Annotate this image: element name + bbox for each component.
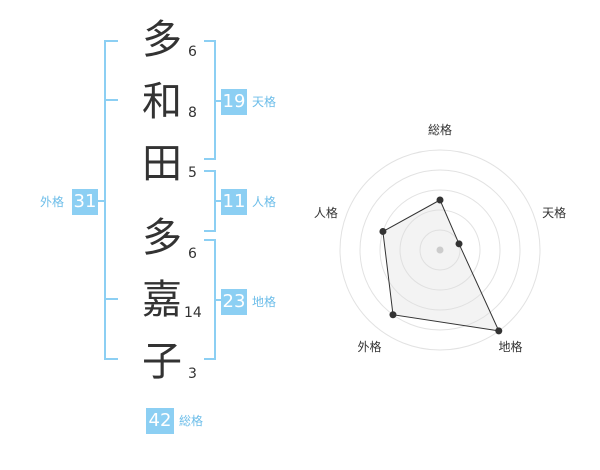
name-char-4: 多 xyxy=(142,215,182,261)
gaikaku-value-badge: 31 xyxy=(72,189,98,215)
radar-axis-label: 外格 xyxy=(357,339,381,354)
radar-grid-ring xyxy=(419,229,461,271)
radar-data-points xyxy=(379,196,503,335)
stroke-count-4: 6 xyxy=(188,246,197,262)
tenkaku-value-badge: 19 xyxy=(221,89,247,115)
jinkaku-label: 人格 xyxy=(252,195,277,209)
tenkaku-bracket-connector xyxy=(214,100,222,102)
soukaku-value-badge: 42 xyxy=(146,408,174,434)
radar-point xyxy=(455,240,463,248)
radar-grid-ring xyxy=(379,189,501,311)
radar-point xyxy=(389,311,397,319)
jinkaku-value-badge: 11 xyxy=(221,189,247,215)
radar-point xyxy=(436,196,444,204)
chikaku-value-badge: 23 xyxy=(221,289,247,315)
radar-axis-label: 人格 xyxy=(314,205,338,220)
stroke-count-3: 5 xyxy=(188,165,197,181)
jinkaku-bracket-connector xyxy=(214,200,222,202)
chikaku-bracket-connector xyxy=(214,299,222,301)
radar-point xyxy=(495,327,503,335)
stroke-count-5: 14 xyxy=(184,305,202,321)
name-char-6: 子 xyxy=(142,339,182,385)
gaikaku-bracket-tick-top xyxy=(104,99,118,101)
chikaku-label: 地格 xyxy=(252,295,277,309)
name-char-2: 和 xyxy=(142,79,182,125)
stroke-count-2: 8 xyxy=(188,105,197,121)
radar-axis-label: 地格 xyxy=(498,339,522,354)
tenkaku-label: 天格 xyxy=(252,95,277,109)
radar-grid-ring xyxy=(339,149,541,351)
radar-center-dot xyxy=(436,246,444,254)
radar-axis-label: 総格 xyxy=(428,122,452,137)
soukaku-label: 総格 xyxy=(179,414,204,428)
radar-grid-ring xyxy=(399,209,481,291)
name-char-1: 多 xyxy=(142,17,182,63)
name-char-5: 嘉 xyxy=(142,277,182,323)
gaikaku-label: 外格 xyxy=(40,195,65,209)
gaikaku-bracket-connector xyxy=(98,200,106,202)
radar-grid-ring xyxy=(359,169,521,331)
name-char-3: 田 xyxy=(142,141,182,187)
radar-data-area xyxy=(382,199,500,332)
gaikaku-bracket-tick-bottom xyxy=(104,298,118,300)
stroke-count-1: 6 xyxy=(188,44,197,60)
radar-grid xyxy=(339,149,541,351)
stroke-count-6: 3 xyxy=(188,366,197,382)
radar-point xyxy=(379,227,387,235)
radar-axis-label: 天格 xyxy=(542,205,566,220)
